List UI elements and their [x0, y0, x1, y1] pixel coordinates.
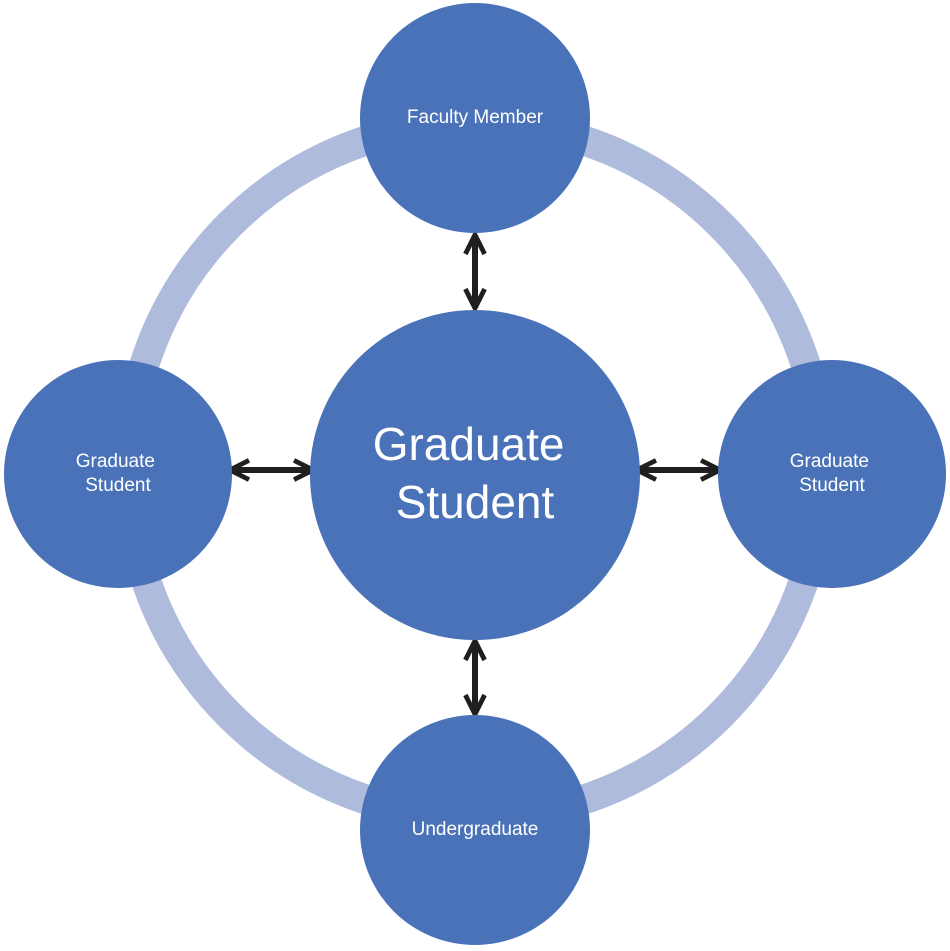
node-undergraduate: Undergraduate — [360, 715, 590, 945]
node-faculty-member-circle — [360, 3, 590, 233]
node-graduate-student-left: Graduate Student — [4, 360, 232, 588]
node-graduate-student-center-circle — [310, 310, 640, 640]
node-undergraduate-circle — [360, 715, 590, 945]
node-faculty-member-label: Faculty Member — [407, 107, 544, 128]
node-graduate-student-center-line2: Student — [396, 476, 555, 528]
node-graduate-student-right-circle — [718, 360, 946, 588]
node-graduate-student-right-line1: Graduate — [790, 451, 869, 472]
node-graduate-student-right-label: Graduate Student — [790, 451, 875, 496]
node-graduate-student-center: Graduate Student — [310, 310, 640, 640]
node-graduate-student-left-circle — [4, 360, 232, 588]
node-graduate-student-left-label: Graduate Student — [76, 451, 161, 496]
node-graduate-student-left-line2: Student — [85, 475, 151, 496]
node-undergraduate-label: Undergraduate — [412, 819, 539, 840]
node-graduate-student-right-line2: Student — [799, 475, 865, 496]
node-graduate-student-center-line1: Graduate — [373, 418, 565, 470]
node-graduate-student-right: Graduate Student — [718, 360, 946, 588]
node-graduate-student-center-label: Graduate Student — [373, 418, 578, 528]
node-graduate-student-left-line1: Graduate — [76, 451, 155, 472]
node-faculty-member: Faculty Member — [360, 3, 590, 233]
